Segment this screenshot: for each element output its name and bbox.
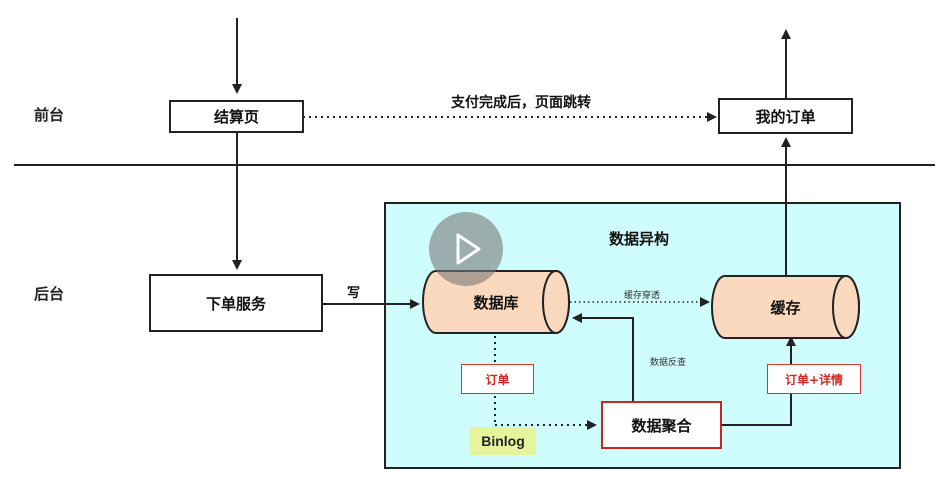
database-cylinder [422,270,570,334]
cache-cylinder [711,275,860,339]
my-orders-node: 我的订单 [718,98,853,134]
play-icon [456,233,481,265]
play-button[interactable] [429,212,503,286]
data-lookup-label: 数据反查 [650,358,687,368]
data-aggregation-node: 数据聚合 [601,401,722,449]
order-detail-tag: 订单+详情 [767,364,861,394]
database-label: 数据库 [473,293,519,312]
cache-penetration-label: 缓存穿透 [624,291,661,301]
binlog-tag: Binlog [470,427,536,455]
data-lookup-arrow [572,313,634,401]
lane-label-frontend: 前台 [34,106,65,124]
region-title: 数据异构 [609,230,670,248]
lane-label-backend: 后台 [34,285,65,303]
order-tag: 订单 [461,364,534,394]
checkout-page-node: 结算页 [169,100,304,133]
cache-label: 缓存 [770,298,801,317]
write-label: 写 [347,286,361,301]
redirect-label: 支付完成后，页面跳转 [451,95,591,111]
order-service-node: 下单服务 [149,274,323,332]
